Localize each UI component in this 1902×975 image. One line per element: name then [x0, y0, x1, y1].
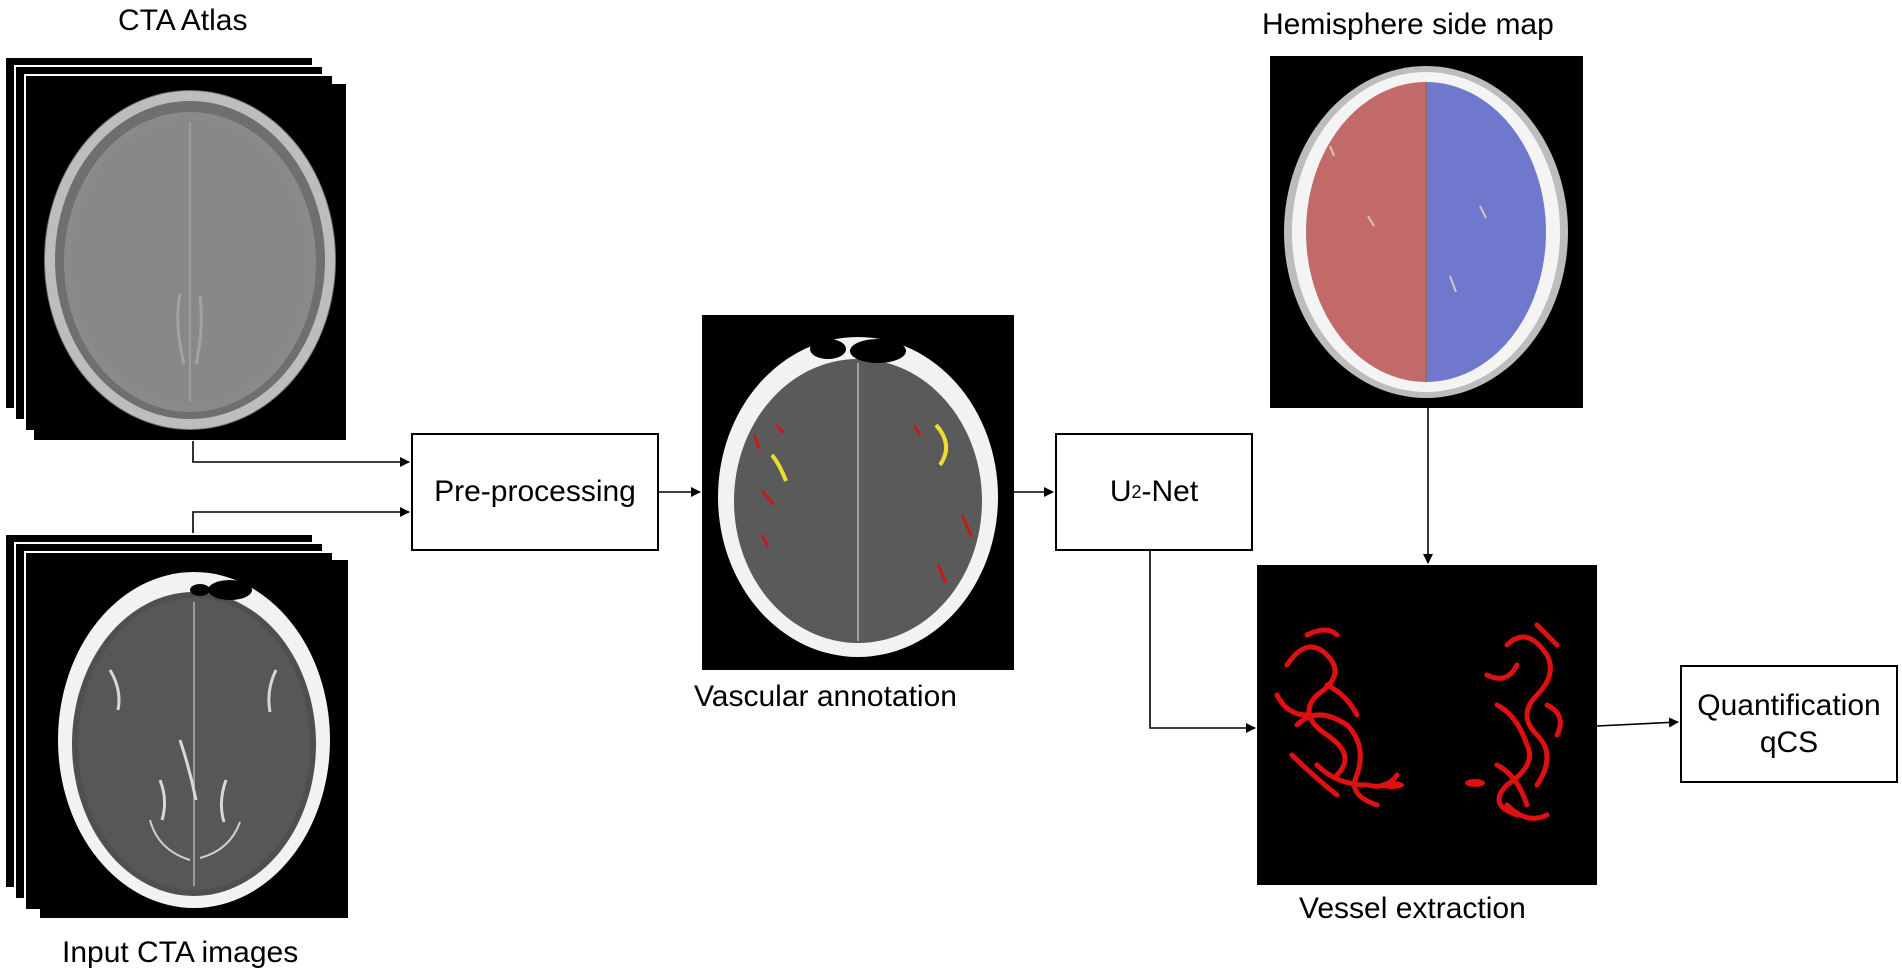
input-title: Input CTA images	[62, 936, 299, 969]
arrow-atlas-to-preprocessing	[192, 441, 410, 467]
hemisphere-title: Hemisphere side map	[1262, 8, 1554, 41]
unet-label-prefix: U	[1109, 475, 1132, 509]
arrow-unet-to-vessel	[1149, 551, 1256, 733]
hemisphere-image	[1270, 56, 1583, 408]
vessel-image	[1257, 565, 1597, 885]
unet-label-suffix: -Net	[1141, 475, 1199, 509]
annotation-title: Vascular annotation	[694, 680, 957, 713]
quantification-box: Quantification qCS	[1680, 665, 1898, 783]
vessel-title: Vessel extraction	[1299, 892, 1526, 925]
annotation-image	[702, 315, 1014, 670]
atlas-image	[34, 84, 346, 440]
arrow-input-to-preprocessing	[192, 507, 410, 533]
input-image	[40, 560, 348, 918]
atlas-title: CTA Atlas	[118, 4, 248, 37]
preprocessing-box: Pre-processing	[411, 433, 659, 551]
quantification-line1: Quantification	[1697, 688, 1881, 722]
arrow-vessel-to-quantification	[1596, 717, 1679, 728]
quantification-line2: qCS	[1759, 726, 1819, 759]
